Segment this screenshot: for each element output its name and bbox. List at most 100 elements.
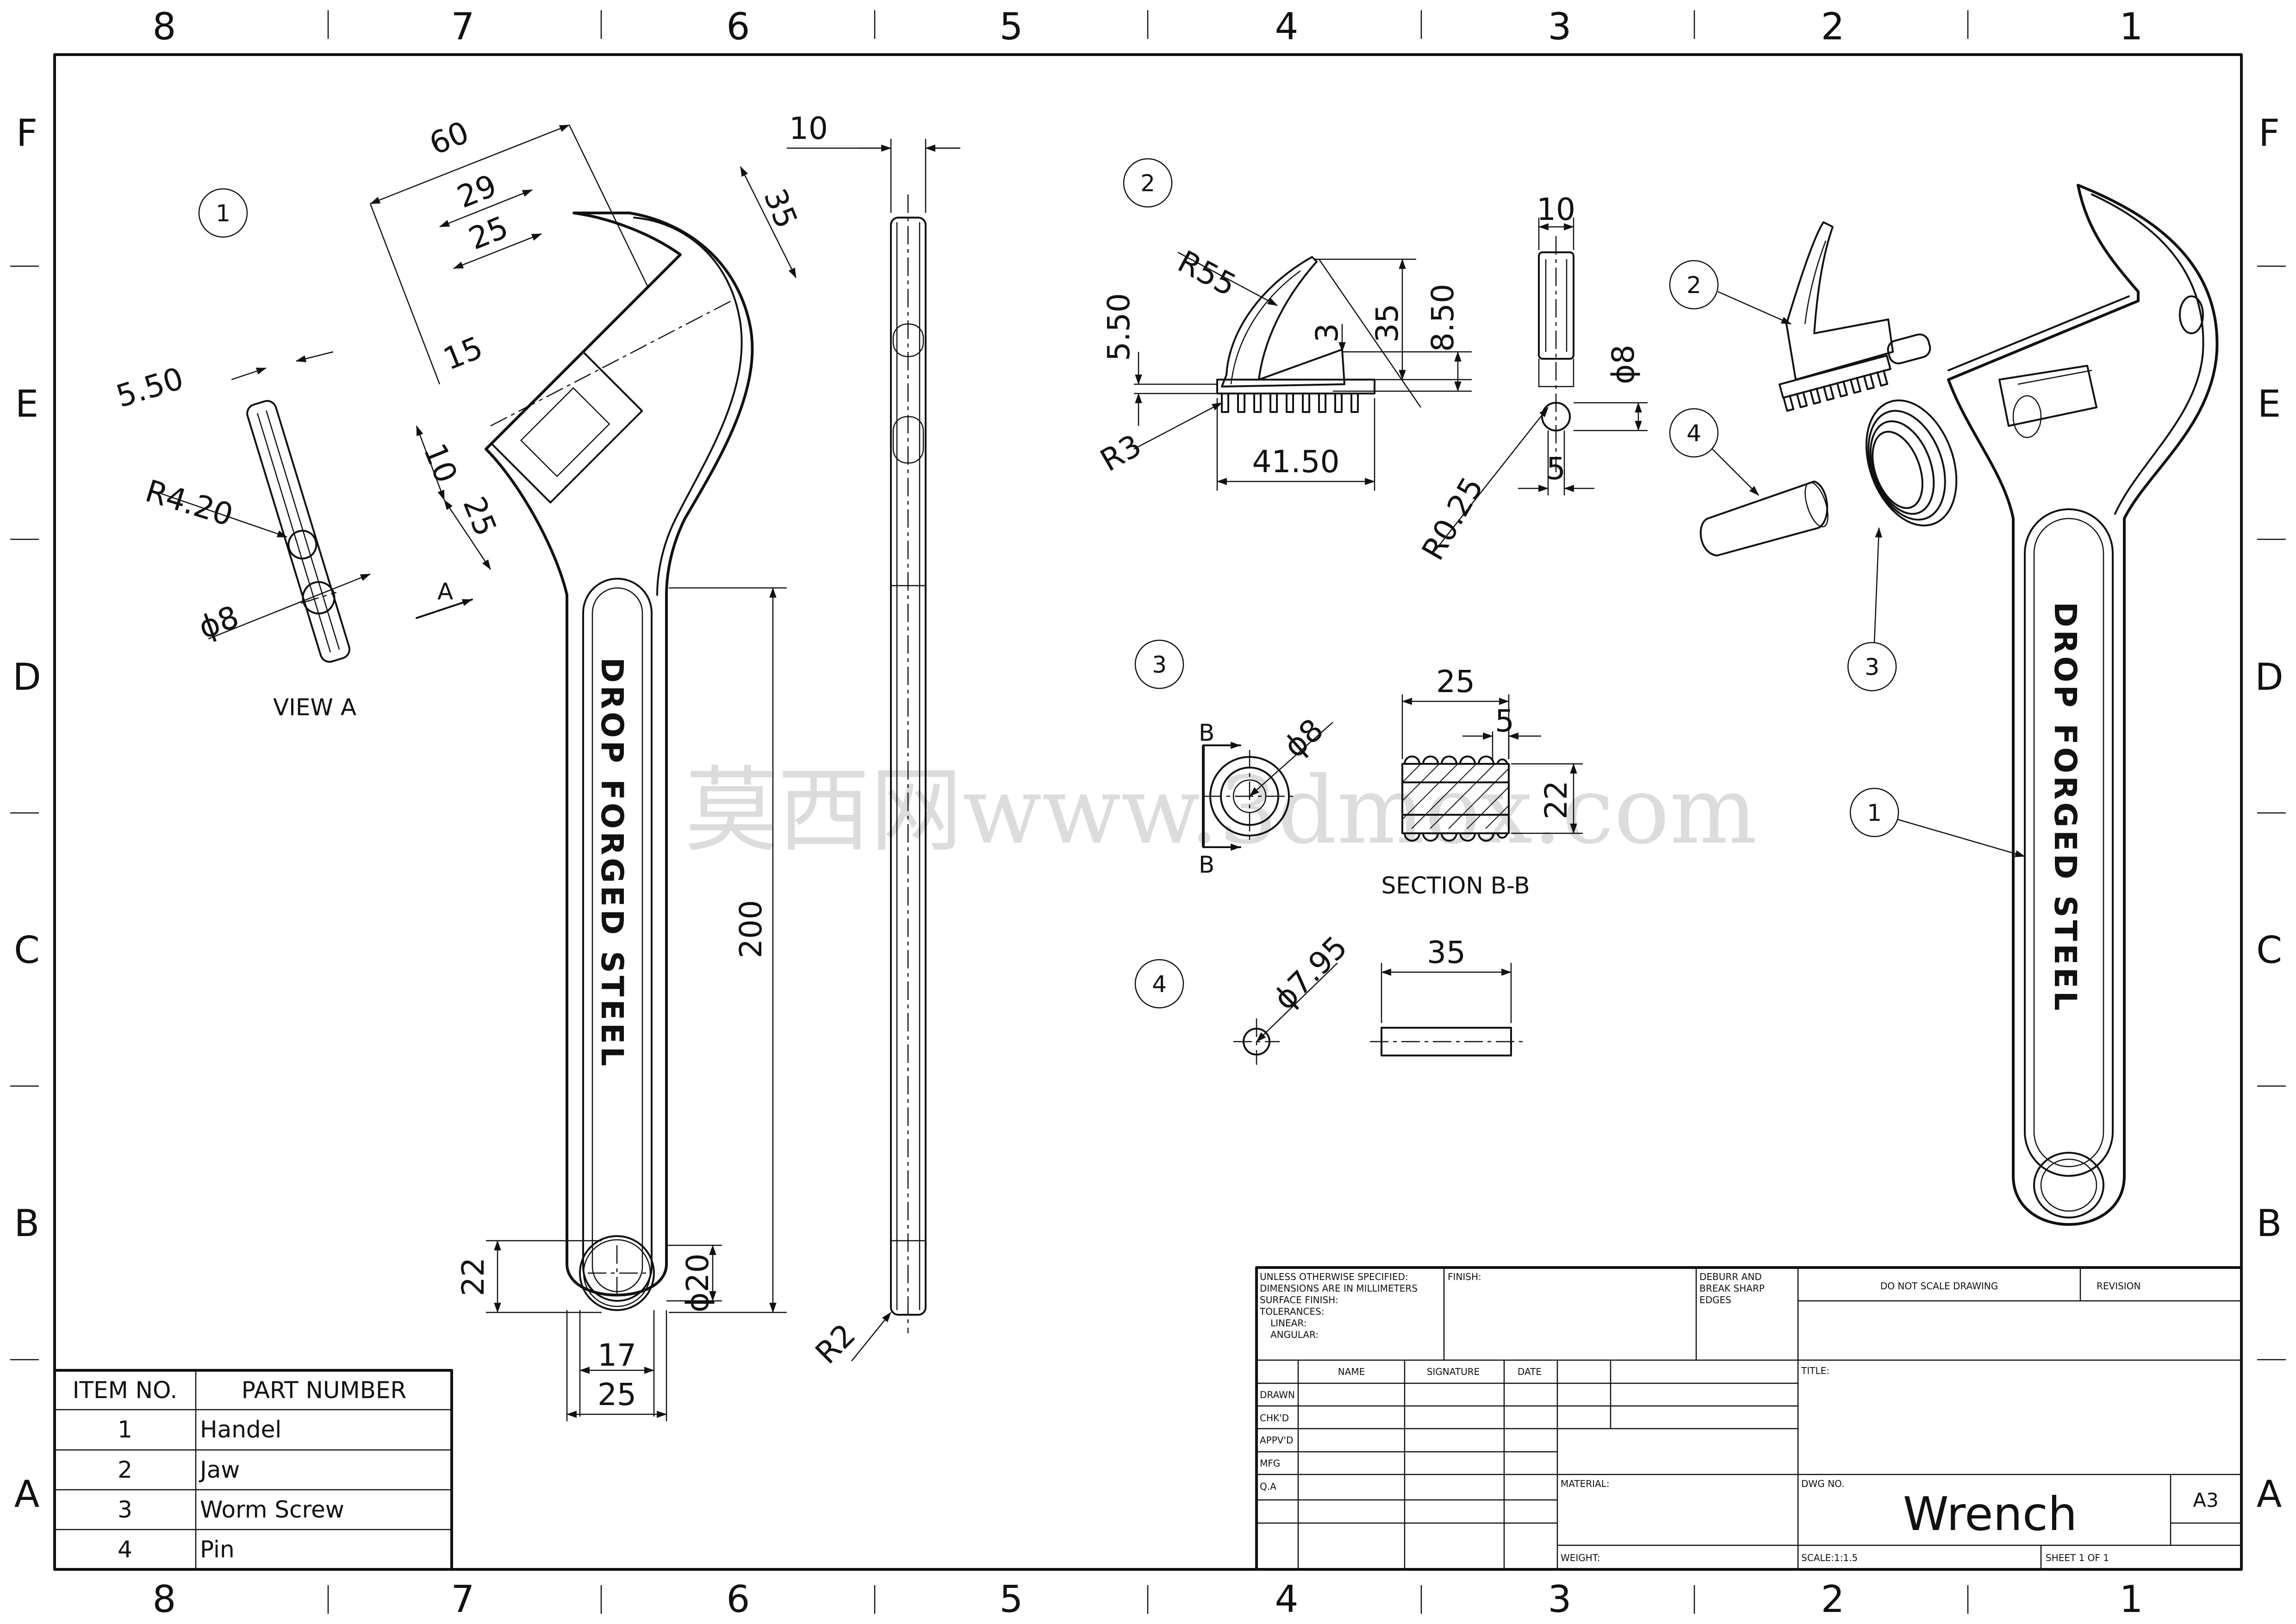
zone-row-left: A — [14, 1473, 40, 1516]
zone-col-top: 8 — [153, 5, 176, 48]
worm-dim-pitch: 5 — [1495, 703, 1514, 739]
bom-row-part: Pin — [200, 1536, 235, 1563]
tb-deburr-line: DEBURR AND — [1699, 1271, 1762, 1282]
assembly-view: DROP FORGED STEEL 2 4 3 1 — [1669, 184, 2219, 1226]
head-dim-15: 15 — [438, 330, 488, 377]
tb-col-signature: SIGNATURE — [1427, 1366, 1480, 1377]
zone-row-left: B — [14, 1202, 40, 1245]
zone-col-bottom: 8 — [153, 1578, 176, 1621]
zone-col-bottom: 7 — [451, 1578, 475, 1621]
zone-row-left: C — [14, 929, 40, 972]
worm-balloon: 3 — [1152, 651, 1167, 678]
jaw-dim-dia8: ϕ8 — [1605, 344, 1641, 384]
zone-col-bottom: 4 — [1275, 1578, 1299, 1621]
tb-row-label: CHK'D — [1260, 1412, 1289, 1424]
zone-row-right: C — [2256, 929, 2282, 972]
zone-row-right: E — [2258, 382, 2281, 425]
tb-title-label: TITLE: — [1801, 1365, 1829, 1376]
handle-emboss: DROP FORGED STEEL — [594, 657, 630, 1069]
pin-balloon: 4 — [1152, 971, 1167, 998]
zone-col-top: 6 — [727, 5, 750, 48]
jaw-dim-h850: 8.50 — [1425, 284, 1461, 352]
jaw-balloon: 2 — [1140, 170, 1155, 197]
zone-col-top: 3 — [1548, 5, 1572, 48]
jaw-dim-h550: 5.50 — [1101, 293, 1137, 361]
view-a-balloon: 1 — [216, 200, 230, 227]
zone-row-right: B — [2257, 1202, 2282, 1245]
zone-col-top: 7 — [451, 5, 475, 48]
tb-scale: SCALE:1:1.5 — [1801, 1552, 1858, 1563]
handle-front-view: DROP FORGED STEEL 60 29 25 35 15 10 25 2… — [369, 114, 804, 1421]
zone-col-top: 4 — [1275, 5, 1299, 48]
tb-row-label: MFG — [1260, 1458, 1280, 1469]
tb-row-label: APPV'D — [1260, 1435, 1293, 1446]
tb-unless-line: ANGULAR: — [1270, 1329, 1319, 1340]
tb-weight: WEIGHT: — [1561, 1552, 1600, 1563]
pin-length: 35 — [1427, 935, 1466, 970]
jaw-dim-r55: R55 — [1172, 244, 1242, 303]
worm-dim-length: 25 — [1436, 664, 1475, 700]
jaw-dim-r025: R0.25 — [1415, 471, 1490, 566]
worm-section-caption: SECTION B-B — [1381, 872, 1530, 899]
zone-col-top: 5 — [1000, 5, 1023, 48]
assembly-balloon-4: 4 — [1686, 420, 1701, 447]
tb-unless-line: LINEAR: — [1270, 1318, 1307, 1329]
handle-dim-end-dia: ϕ20 — [680, 1253, 716, 1312]
tb-col-date: DATE — [1518, 1366, 1542, 1377]
handle-dim-length: 200 — [733, 900, 769, 958]
tb-deburr-line: EDGES — [1699, 1294, 1731, 1305]
tb-material: MATERIAL: — [1561, 1478, 1610, 1489]
side-dim-radius: R2 — [809, 1317, 863, 1371]
head-dim-29: 29 — [452, 168, 502, 215]
tb-unless-line: TOLERANCES: — [1259, 1306, 1325, 1317]
tb-unless-line: DIMENSIONS ARE IN MILLIMETERS — [1260, 1283, 1418, 1294]
jaw-dim-r3: R3 — [1095, 427, 1148, 479]
head-dim-35: 35 — [757, 184, 804, 233]
head-dim-25b: 25 — [456, 492, 504, 541]
worm-section-mark-bottom: B — [1199, 851, 1214, 878]
assembly-balloon-2: 2 — [1686, 272, 1701, 299]
tb-dwg-name: Wrench — [1903, 1487, 2078, 1541]
bom-row-part: Jaw — [199, 1456, 240, 1483]
head-dim-25: 25 — [464, 209, 513, 257]
title-block: UNLESS OTHERWISE SPECIFIED: DIMENSIONS A… — [1255, 1266, 2243, 1571]
view-a-arrow-label: A — [437, 578, 453, 605]
zone-col-bottom: 6 — [727, 1578, 750, 1621]
bom-row-item: 2 — [118, 1456, 132, 1483]
zone-col-bottom: 3 — [1548, 1578, 1572, 1621]
zone-col-bottom: 5 — [1000, 1578, 1023, 1621]
tb-deburr-line: BREAK SHARP — [1699, 1283, 1765, 1294]
assembly-balloon-1: 1 — [1867, 800, 1882, 826]
zone-row-left: E — [15, 382, 39, 425]
tb-dwg-no: DWG NO. — [1801, 1478, 1844, 1489]
tb-unless-line: UNLESS OTHERWISE SPECIFIED: — [1260, 1271, 1408, 1282]
tb-revision: REVISION — [2097, 1280, 2140, 1292]
zone-row-left: D — [12, 656, 41, 699]
tb-size: A3 — [2193, 1489, 2218, 1512]
sheet-frame: 8 7 6 5 4 3 2 1 8 7 6 5 4 3 2 1 F E D C … — [10, 5, 2286, 1621]
worm-dim-height: 22 — [1538, 781, 1574, 819]
view-a-caption: VIEW A — [273, 694, 356, 721]
zone-row-right: D — [2255, 656, 2284, 699]
zone-row-right: F — [2259, 112, 2280, 155]
tb-row-label: DRAWN — [1260, 1389, 1295, 1400]
view-a-dim-radius: R4.20 — [141, 473, 237, 533]
tb-row-label: Q.A — [1260, 1481, 1276, 1492]
assembly-emboss: DROP FORGED STEEL — [2047, 602, 2083, 1013]
jaw-dim-h3: 3 — [1309, 323, 1345, 343]
bom-header-item: ITEM NO. — [73, 1377, 178, 1404]
bom-header-part: PART NUMBER — [242, 1377, 406, 1404]
zone-col-top: 2 — [1821, 5, 1845, 48]
tb-no-scale: DO NOT SCALE DRAWING — [1880, 1280, 1998, 1292]
tb-unless-line: SURFACE FINISH: — [1260, 1294, 1338, 1305]
pin-dia: ϕ7.95 — [1267, 929, 1354, 1017]
jaw-dim-w5: 5 — [1546, 451, 1566, 487]
handle-dim-end-22: 22 — [455, 1257, 491, 1296]
watermark: 莫西网www.3dmox.com — [685, 757, 1757, 865]
jaw-detail: 2 35 8.50 3 R55 5.50 R3 41.50 — [1095, 158, 1648, 566]
zone-row-left: F — [16, 112, 37, 155]
handle-dim-end-25: 25 — [597, 1377, 636, 1412]
worm-section-mark-top: B — [1199, 719, 1214, 746]
jaw-dim-h35: 35 — [1369, 304, 1405, 343]
